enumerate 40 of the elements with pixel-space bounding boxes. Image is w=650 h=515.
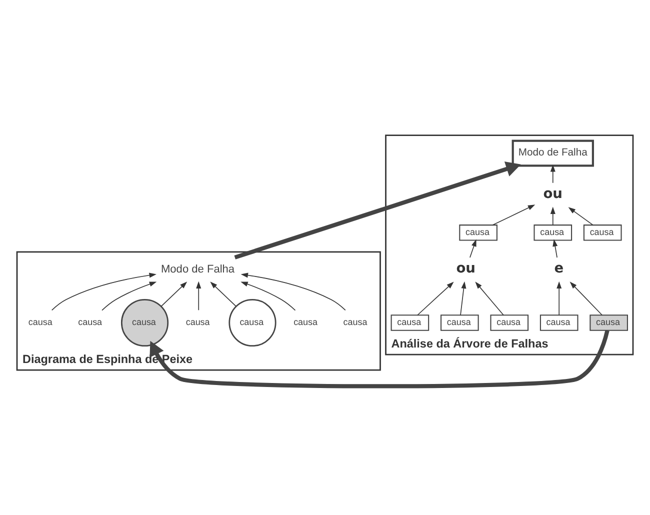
node-text: Modo de Falha xyxy=(160,263,235,276)
node-box: causa xyxy=(390,314,430,330)
node-box: causa xyxy=(440,314,479,330)
arrow xyxy=(210,281,236,306)
arrow xyxy=(102,281,157,310)
arrow xyxy=(234,161,521,259)
arrow xyxy=(570,281,603,316)
node-text: causa xyxy=(343,316,368,327)
arrow xyxy=(470,238,476,258)
arrow xyxy=(196,280,202,310)
node-circle: causa xyxy=(228,298,276,346)
node-box: causa xyxy=(590,314,628,330)
node-text: causa xyxy=(186,316,210,327)
node-box: causa xyxy=(534,224,572,240)
arrow xyxy=(240,281,296,310)
node-text: causa xyxy=(294,316,318,327)
arrow xyxy=(51,272,156,310)
arrow xyxy=(417,281,454,316)
node-box: causa xyxy=(540,314,578,330)
arrow xyxy=(550,164,556,183)
node-text: causa xyxy=(28,316,52,327)
node-text: ou xyxy=(456,260,476,276)
arrow xyxy=(240,272,346,310)
node-box: Modo de Falha xyxy=(512,139,594,166)
node-box: causa xyxy=(490,314,529,330)
arrow xyxy=(160,281,188,306)
arrow xyxy=(492,204,536,225)
node-box: causa xyxy=(459,224,498,240)
arrow xyxy=(568,206,594,225)
node-box: causa xyxy=(583,224,622,240)
node-circle: causa xyxy=(120,298,169,346)
arrow xyxy=(150,329,610,388)
node-text: causa xyxy=(78,316,102,327)
node-text: e xyxy=(554,260,564,276)
arrow xyxy=(460,280,466,316)
arrow xyxy=(550,206,556,225)
arrow xyxy=(552,238,558,258)
arrow xyxy=(556,280,562,316)
arrow xyxy=(475,281,504,316)
node-text: ou xyxy=(543,186,563,202)
